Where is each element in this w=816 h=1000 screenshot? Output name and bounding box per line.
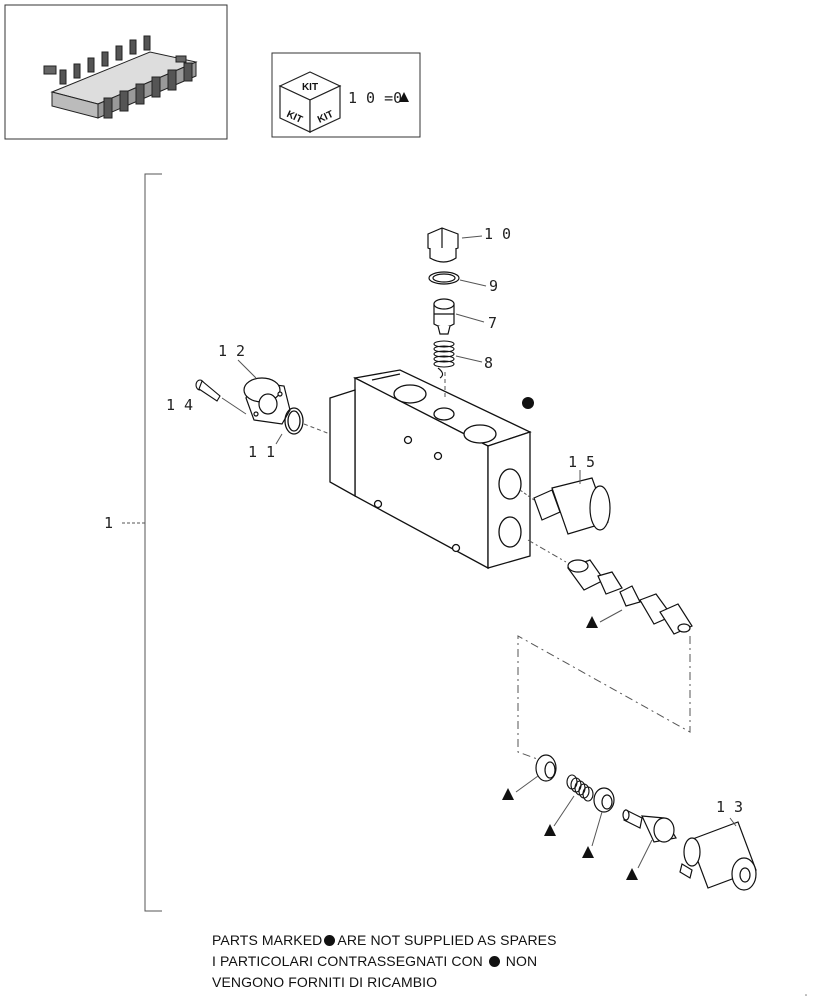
callout-7[interactable]: 7 [488,314,497,332]
triangle-icon [626,868,638,880]
footnote-line-3: VENGONO FORNITI DI RICAMBIO [212,974,437,990]
footnote-3: VENGONO FORNITI DI RICAMBIO [212,974,438,990]
callout-15[interactable]: 1 5 [568,453,595,471]
part-small-spring[interactable] [566,774,594,802]
callout-13[interactable]: 1 3 [716,798,743,816]
callout-14[interactable]: 1 4 [166,396,193,414]
part-valve[interactable] [433,298,455,335]
footnote-2a: I PARTICOLARI CONTRASSEGNATI CON [212,953,483,969]
part-washer-small[interactable] [593,787,615,813]
port-hole-2 [433,407,455,421]
footnote-1a: PARTS MARKED [212,932,323,948]
port-hole-1 [393,384,427,404]
kit-box-icon [278,71,342,133]
footnote-2b: NON [505,953,538,969]
callout-12[interactable]: 1 2 [218,342,245,360]
callout-10[interactable]: 1 0 [484,225,511,243]
overview-thumbnail[interactable] [4,4,228,140]
footnote-line-1: PARTS MARKED ARE NOT SUPPLIED AS SPARES [212,932,557,948]
part-plug[interactable] [427,227,459,263]
kit-legend-text: 1 0 =0 [348,89,402,107]
footnote-line-2: I PARTICOLARI CONTRASSEGNATI CON NON [212,953,537,969]
dot-icon [488,956,500,967]
triangle-icon [502,788,514,800]
callout-11[interactable]: 1 1 [248,443,275,461]
mount-hole-2 [433,451,443,461]
alignment-path [517,635,691,761]
assembly-bracket [122,173,162,912]
not-supplied-dot-icon [522,397,534,409]
valve-bank-thumbnail-icon [43,35,198,119]
side-port-bottom [498,516,522,548]
valve-body[interactable] [329,369,532,570]
triangle-icon [582,846,594,858]
port-hole-3 [463,424,497,444]
callout-1[interactable]: 1 [104,514,113,532]
part-spool[interactable] [567,559,693,635]
part-washer[interactable] [428,271,460,285]
callout-9[interactable]: 9 [489,277,498,295]
triangle-icon [586,616,598,628]
part-spring[interactable] [433,340,455,379]
mount-hole-4 [451,543,461,553]
part-sleeve[interactable] [679,821,757,891]
part-seat[interactable] [535,754,557,782]
part-screw[interactable] [195,379,221,402]
part-flange[interactable] [243,377,291,425]
part-oring[interactable] [284,407,304,435]
part-cap[interactable] [533,477,611,535]
triangle-icon [544,824,556,836]
mount-hole-3 [373,499,383,509]
mount-hole-1 [403,435,413,445]
kit-badge-top: KIT [302,82,318,93]
callout-8[interactable]: 8 [484,354,493,372]
dot-icon [324,935,336,946]
footnote-1b: ARE NOT SUPPLIED AS SPARES [337,932,557,948]
side-port-top [498,468,522,500]
corner-mark [805,994,807,996]
kit-legend[interactable]: KIT KIT KIT 1 0 =0 [271,52,421,138]
part-piston[interactable] [622,809,677,843]
triangle-icon [399,92,409,102]
